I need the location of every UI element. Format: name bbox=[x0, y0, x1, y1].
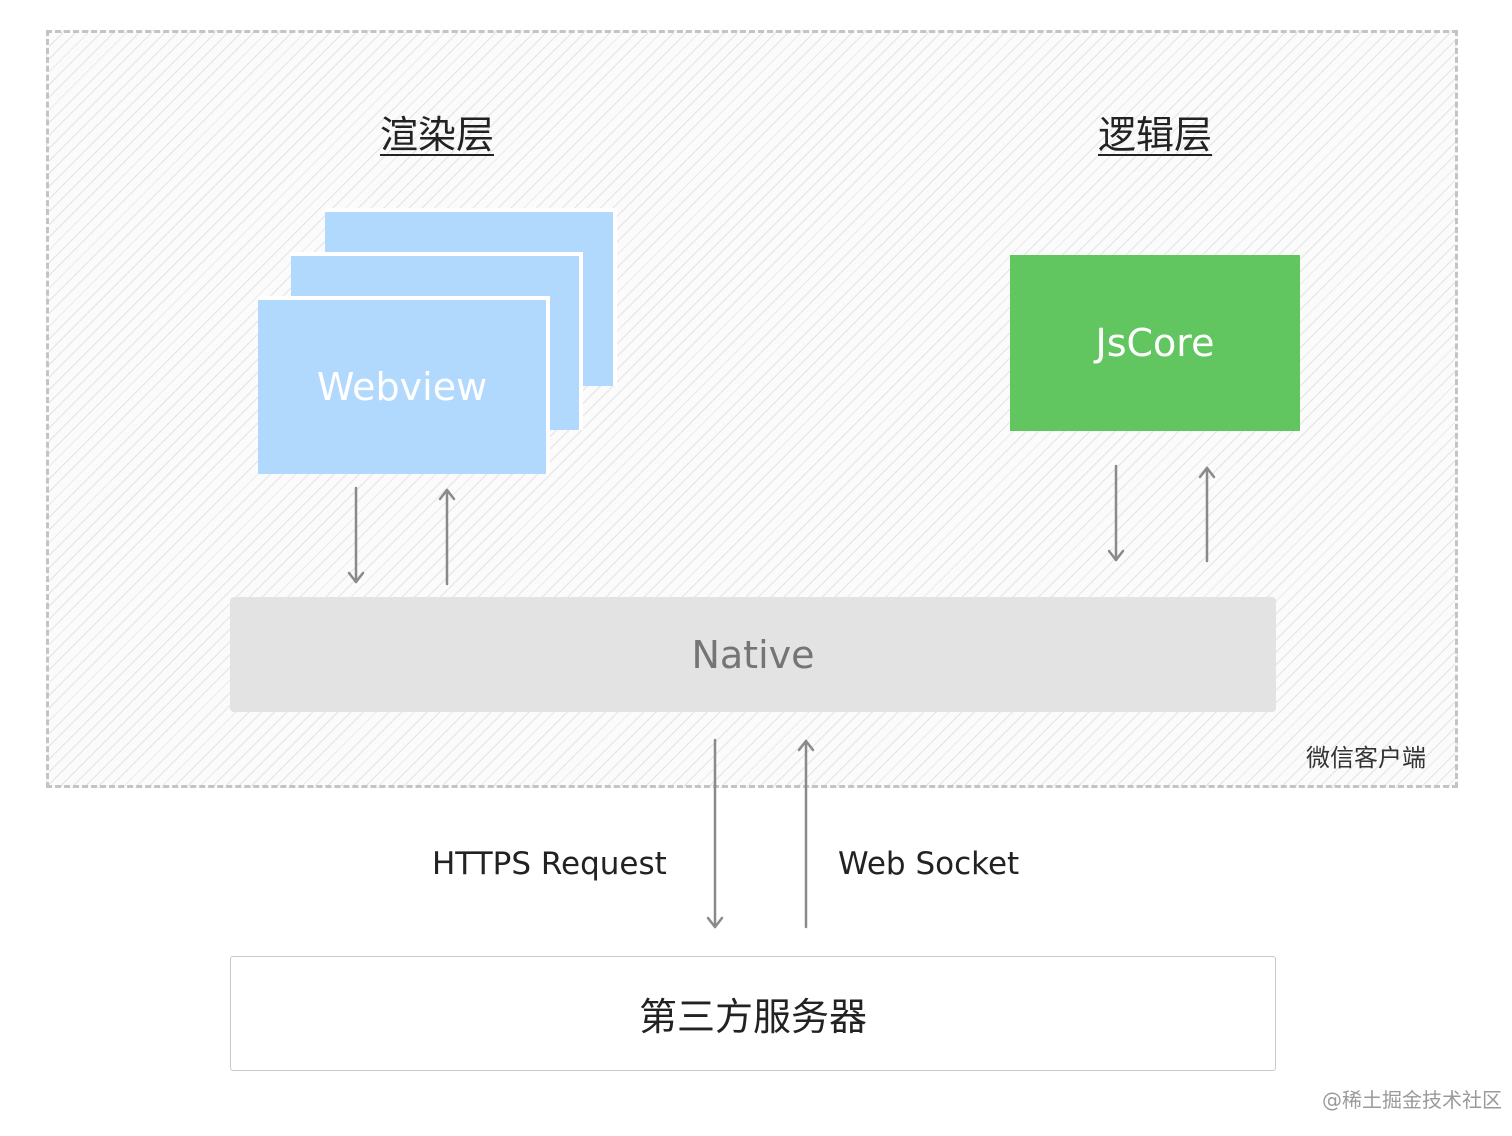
third-party-server-box: 第三方服务器 bbox=[230, 956, 1276, 1071]
webview-label: Webview bbox=[316, 365, 488, 409]
web-socket-label: Web Socket bbox=[838, 846, 1020, 882]
native-layer: Native bbox=[230, 597, 1276, 712]
wechat-client-label: 微信客户端 bbox=[1306, 744, 1426, 772]
watermark: @稀土掘金技术社区 bbox=[1322, 1088, 1502, 1112]
native-label: Native bbox=[691, 632, 815, 677]
render-layer-title: 渲染层 bbox=[379, 113, 495, 157]
jscore-label: JsCore bbox=[1095, 321, 1215, 365]
webview-card-front: Webview bbox=[258, 296, 550, 474]
third-party-server-label: 第三方服务器 bbox=[638, 995, 867, 1039]
https-request-label: HTTPS Request bbox=[432, 846, 667, 882]
jscore-box: JsCore bbox=[1010, 255, 1300, 431]
logic-layer-title: 逻辑层 bbox=[1097, 113, 1213, 157]
